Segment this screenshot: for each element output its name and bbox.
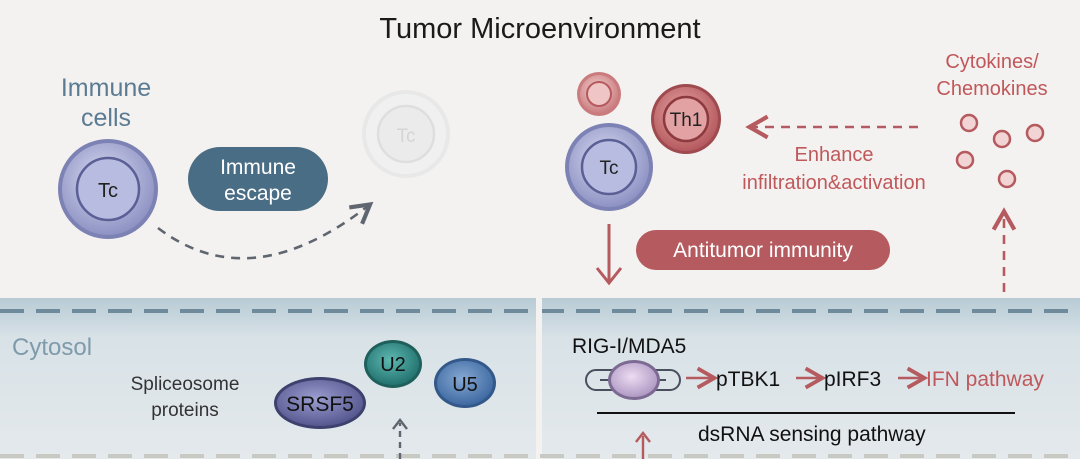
spliceosome-line1: Spliceosome	[131, 374, 240, 395]
immune-escape-pill: Immune escape	[188, 147, 328, 211]
escape-dashed-arrow	[157, 201, 374, 260]
th1-cell: Th1	[651, 84, 721, 154]
immune-escape-line1: Immune	[220, 156, 296, 179]
th1-label: Th1	[670, 110, 703, 131]
page-title: Tumor Microenvironment	[379, 13, 700, 45]
srsf5-label: SRSF5	[286, 393, 354, 416]
u5-label: U5	[452, 374, 478, 396]
spliceosome-line2: proteins	[151, 400, 219, 421]
cytokine-dot	[1025, 123, 1045, 143]
small-red-cell	[577, 72, 621, 116]
cytokine-dot	[959, 113, 979, 133]
ptbk1-label: pTBK1	[716, 368, 780, 391]
dsrna-up-arrow-head	[635, 431, 651, 443]
dsrna-pathway-label: dsRNA sensing pathway	[698, 423, 926, 446]
antitumor-immunity-label: Antitumor immunity	[673, 239, 853, 262]
cytosol-label: Cytosol	[12, 334, 92, 361]
tc-cell-left: Tc	[58, 139, 158, 239]
cytokines-line1: Cytokines/	[945, 51, 1039, 73]
cytokine-dot	[997, 169, 1017, 189]
tc-label-left: Tc	[98, 180, 118, 202]
ifn-pathway-label: IFN pathway	[926, 368, 1044, 391]
immune-cells-heading-line1: Immune	[61, 74, 151, 102]
srsf5-protein: SRSF5	[274, 377, 366, 429]
antitumor-immunity-pill: Antitumor immunity	[636, 230, 890, 270]
immune-escape-line2: escape	[224, 182, 292, 205]
tc-label-right: Tc	[600, 158, 619, 179]
cytokines-line2: Chemokines	[936, 78, 1047, 100]
tc-label-faded: Tc	[397, 126, 416, 147]
enhance-line2: infiltration&activation	[742, 172, 925, 194]
u2-label: U2	[380, 354, 406, 376]
splice-up-arrow-head	[392, 418, 408, 430]
tc-cell-right: Tc	[565, 123, 653, 211]
tc-cell-faded: Tc	[362, 90, 450, 178]
u5-protein: U5	[434, 358, 496, 408]
enhance-line1: Enhance	[795, 144, 874, 166]
cytokine-dot	[992, 129, 1012, 149]
cytokine-dots	[955, 113, 1045, 189]
immune-cells-heading-line2: cells	[81, 104, 131, 132]
panel-divider	[536, 298, 542, 459]
u2-protein: U2	[364, 340, 422, 388]
sensor-label: RIG-I/MDA5	[572, 335, 686, 358]
rig-i-mda5-sensor-icon	[585, 360, 681, 400]
pirf3-label: pIRF3	[824, 368, 881, 391]
tc-down-arrow-head	[595, 267, 623, 286]
cytokine-dot	[955, 150, 975, 170]
